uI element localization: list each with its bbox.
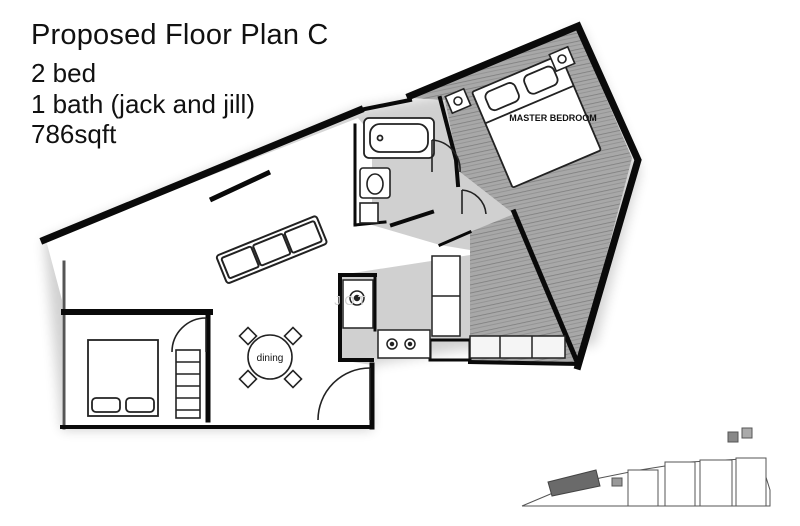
nightstands xyxy=(444,45,576,115)
master-bedroom-label: MASTER BEDROOM xyxy=(509,113,597,123)
kitchen-wall xyxy=(338,273,374,362)
dining-label: dining xyxy=(257,353,284,364)
bathroom-fixtures xyxy=(359,167,391,224)
bathtub xyxy=(363,117,435,159)
watermark: J O T xyxy=(334,293,366,308)
floor-area: 786sqft xyxy=(31,119,117,149)
bedroom-count: 2 bed xyxy=(31,58,97,88)
window xyxy=(208,169,273,204)
bath-top-wall xyxy=(357,97,413,113)
master-bed xyxy=(471,54,602,189)
bedroom-south-wall xyxy=(467,359,581,367)
bath-partition-wall xyxy=(437,95,461,188)
page-title: Proposed Floor Plan C xyxy=(31,19,329,51)
bathroom-count: 1 bath (jack and jill) xyxy=(31,89,255,119)
master-wardrobe xyxy=(469,335,566,359)
entry-door xyxy=(317,367,371,421)
bath-door-wall xyxy=(389,209,435,228)
second-bed xyxy=(87,339,159,417)
sofa xyxy=(215,215,328,284)
dining-set xyxy=(238,326,303,389)
second-bedroom-door xyxy=(171,317,207,353)
kitchen-units xyxy=(342,255,461,359)
hall-wall xyxy=(438,230,472,247)
building-location-inset xyxy=(521,427,771,507)
bedroom-diagonal-wall xyxy=(510,208,582,368)
second-bedroom-wardrobe xyxy=(175,349,201,419)
north-diagonal-wall xyxy=(39,105,365,245)
walls xyxy=(39,21,642,430)
bath-doors xyxy=(431,139,487,215)
bedroom-north-wall xyxy=(405,21,642,371)
